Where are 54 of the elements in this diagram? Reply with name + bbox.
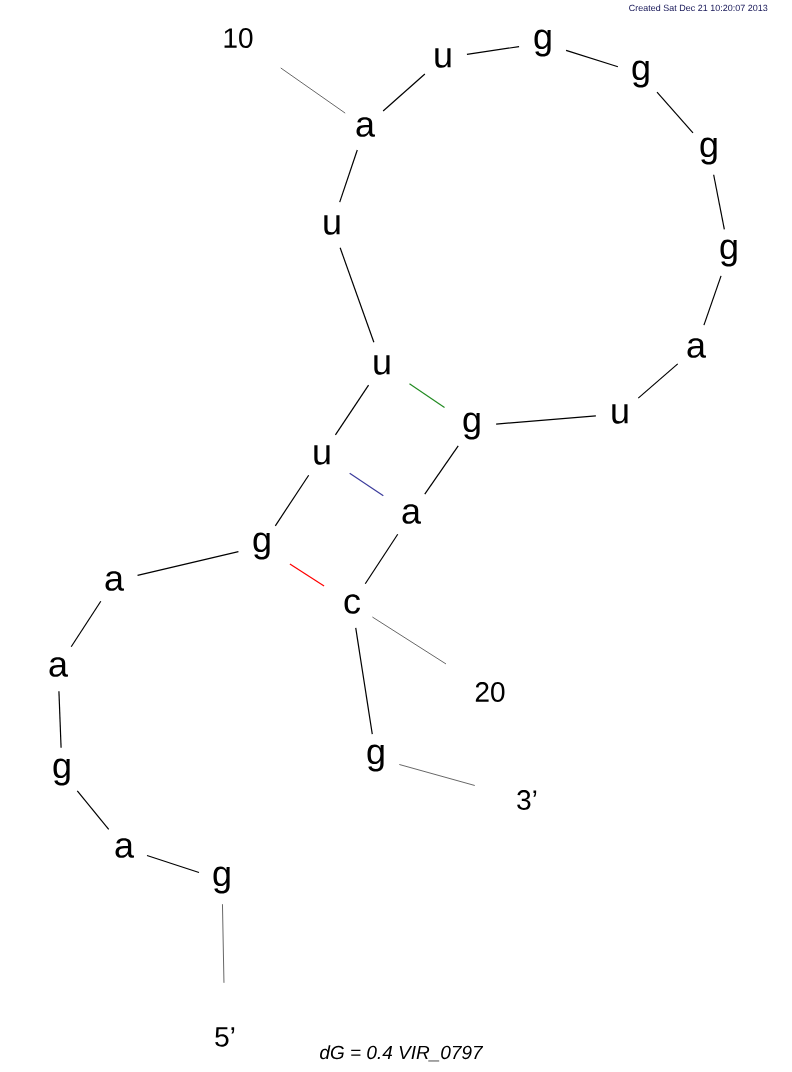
nucleotide-letter: g — [367, 744, 384, 772]
nucleotide-letter: g — [463, 412, 480, 440]
nucleotide-letter: a — [115, 838, 134, 858]
timestamp-note: Created Sat Dec 21 10:20:07 2013 — [629, 4, 768, 12]
backbone-line — [466, 46, 520, 55]
nucleotide-letter: g — [53, 758, 70, 786]
backbone-line — [424, 445, 459, 495]
leader-line — [372, 616, 447, 665]
backbone-line — [58, 690, 62, 749]
backbone-line — [70, 600, 102, 648]
nucleotide-letter: a — [356, 117, 375, 137]
nucleotide-letter: u — [374, 355, 390, 375]
backbone-line — [637, 363, 679, 399]
position-number: 10 — [224, 28, 253, 48]
position-number: 20 — [475, 682, 505, 702]
base-pair-line — [349, 472, 384, 497]
backbone-line — [495, 415, 597, 425]
backbone-line — [339, 247, 375, 343]
backbone-line — [146, 854, 200, 874]
nucleotide-letter: c — [344, 594, 361, 614]
base-pair-line — [408, 383, 446, 408]
leader-line — [280, 67, 346, 114]
backbone-line — [656, 91, 694, 134]
nucleotide-letter: u — [435, 48, 451, 68]
nucleotide-letter: g — [213, 866, 230, 894]
nucleotide-letter: g — [253, 532, 270, 560]
leader-line — [399, 764, 476, 786]
caption: dG = 0.4 VIR_0797 — [320, 1045, 484, 1062]
nucleotide-letter: u — [324, 215, 340, 235]
nucleotide-letter: a — [402, 504, 421, 524]
nucleotide-letter: g — [700, 137, 717, 165]
backbone-line — [76, 790, 110, 830]
end-label: 5’ — [215, 1027, 235, 1047]
backbone-line — [713, 174, 725, 230]
nucleotide-letter: g — [534, 29, 551, 57]
base-pair-line — [289, 563, 325, 587]
end-label: 3’ — [517, 790, 537, 810]
backbone-line — [364, 533, 399, 585]
backbone-line — [136, 551, 240, 577]
backbone-line — [274, 474, 310, 527]
backbone-line — [334, 384, 370, 436]
backbone-line — [355, 627, 373, 735]
nucleotide-letter: g — [632, 60, 649, 88]
nucleotide-letter: a — [49, 657, 68, 677]
backbone-line — [382, 73, 426, 112]
nucleotide-letter: g — [720, 239, 737, 267]
backbone-line — [703, 275, 722, 326]
nucleotide-letter: u — [612, 404, 628, 424]
leader-line — [222, 903, 225, 984]
backbone-line — [339, 149, 358, 203]
nucleotide-letter: u — [314, 445, 330, 465]
backbone-line — [565, 49, 619, 68]
nucleotide-letter: a — [687, 338, 706, 358]
nucleotide-letter: a — [105, 571, 124, 591]
